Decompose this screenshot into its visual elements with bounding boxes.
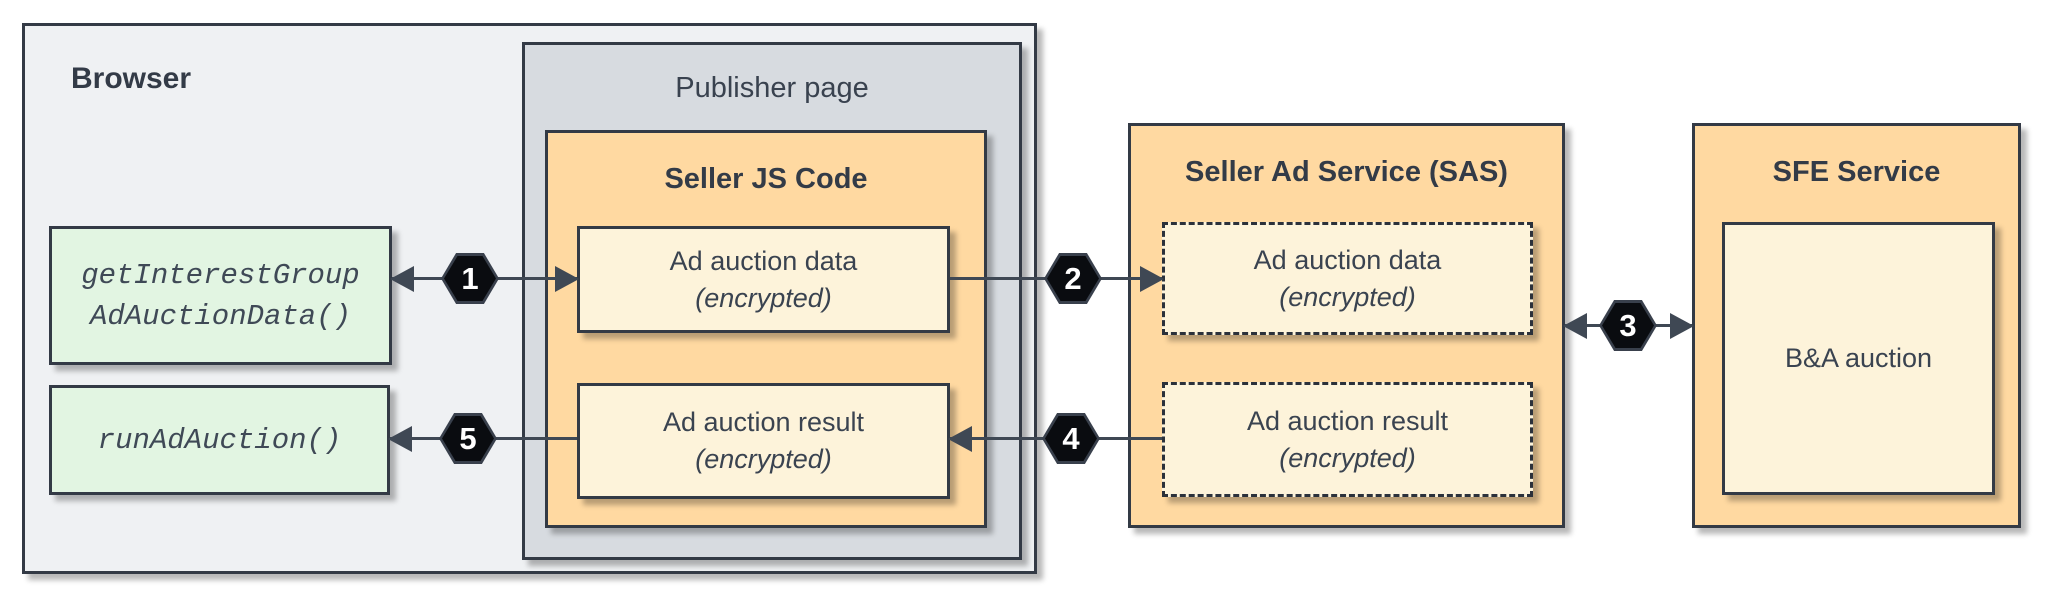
ba-auction-box: B&A auction	[1722, 222, 1995, 495]
arrowhead-right-icon	[1670, 313, 1694, 339]
run-ad-auction-box: runAdAuction()	[49, 385, 390, 495]
sfe-service-title: SFE Service	[1772, 156, 1941, 188]
box-sublabel: (encrypted)	[1279, 281, 1416, 312]
box-label: Ad auction result	[662, 407, 865, 437]
step-number: 2	[1064, 260, 1082, 296]
get-interest-group-ad-auction-data-box: getInterestGroup AdAuctionData()	[49, 226, 392, 365]
arrowhead-left-icon	[390, 266, 414, 292]
code-text-line: getInterestGroup	[81, 258, 360, 292]
step-2-hexagon: 2	[1044, 253, 1102, 304]
box-label: Ad auction result	[1246, 405, 1449, 436]
step-number: 5	[459, 420, 477, 456]
arrowhead-left-icon	[1563, 313, 1587, 339]
browser-label: Browser	[71, 62, 192, 95]
box-label: Ad auction data	[1253, 244, 1442, 275]
arrowhead-right-icon	[555, 266, 579, 292]
seller-js-ad-auction-data-box: Ad auction data (encrypted)	[577, 226, 950, 333]
arrowhead-left-icon	[948, 426, 972, 452]
step-number: 3	[1619, 307, 1637, 343]
sas-ad-auction-result-box: Ad auction result (encrypted)	[1162, 382, 1533, 497]
seller-js-code-title: Seller JS Code	[664, 163, 868, 195]
code-text-line: runAdAuction()	[97, 423, 342, 457]
sas-ad-auction-data-box: Ad auction data (encrypted)	[1162, 222, 1533, 335]
box-sublabel: (encrypted)	[695, 282, 832, 313]
step-number: 1	[461, 260, 479, 296]
seller-ad-service-title: Seller Ad Service (SAS)	[1185, 156, 1508, 188]
step-3-hexagon: 3	[1599, 300, 1657, 351]
publisher-page-label: Publisher page	[675, 72, 869, 104]
step-4-hexagon: 4	[1042, 413, 1100, 464]
box-sublabel: (encrypted)	[1279, 442, 1416, 473]
arrowhead-right-icon	[1140, 266, 1164, 292]
arrowhead-left-icon	[388, 426, 412, 452]
code-text-line: AdAuctionData()	[89, 299, 352, 333]
step-number: 4	[1062, 420, 1080, 456]
box-sublabel: (encrypted)	[695, 444, 832, 474]
box-label: Ad auction data	[669, 245, 858, 276]
seller-js-ad-auction-result-box: Ad auction result (encrypted)	[577, 383, 950, 499]
box-label: B&A auction	[1784, 343, 1933, 373]
